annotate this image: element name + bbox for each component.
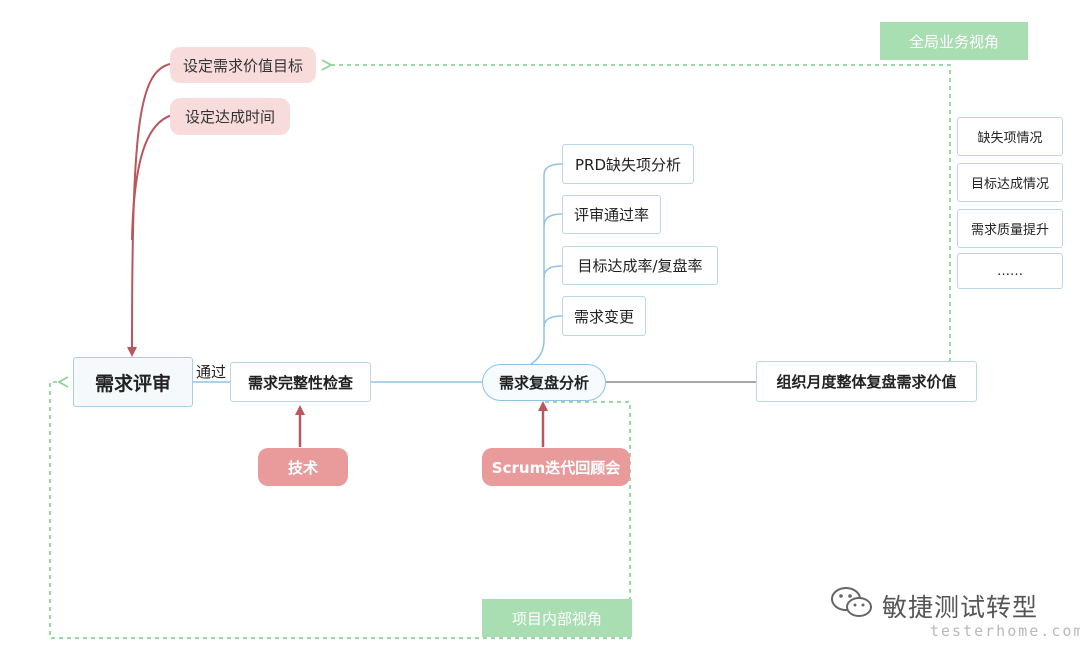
global-item-missing[interactable]: 缺失项情况 [957,117,1063,156]
node-tech[interactable]: 技术 [258,448,348,486]
wechat-icon [831,587,872,617]
node-analysis-label: 需求复盘分析 [498,374,589,392]
analysis-branch-2 [543,213,563,227]
branch-pass-rate[interactable]: 评审通过率 [562,195,661,234]
node-set-deadline[interactable]: 设定达成时间 [170,98,290,135]
node-monthly-label: 组织月度整体复盘需求价值 [776,373,957,391]
branch-prd-missing[interactable]: PRD缺失项分析 [562,144,694,184]
node-set-value-goal[interactable]: 设定需求价值目标 [170,47,316,83]
global-item-quality[interactable]: 需求质量提升 [957,209,1063,248]
analysis-branch-trunk [517,163,563,371]
goal-to-review-arrow [127,63,171,357]
watermark-title: 敏捷测试转型 [882,593,1039,622]
watermark-site: testerhome.com [930,622,1080,640]
branch-goal-rate[interactable]: 目标达成率/复盘率 [562,246,718,285]
node-review[interactable]: 需求评审 [73,357,193,407]
node-review-label: 需求评审 [94,372,171,395]
node-monthly-review[interactable]: 组织月度整体复盘需求价值 [756,361,977,402]
global-item-goal[interactable]: 目标达成情况 [957,163,1063,202]
node-analysis[interactable]: 需求复盘分析 [482,364,606,401]
label-project-view: 项目内部视角 [482,599,632,637]
global-feedback-loop [330,65,951,362]
analysis-branch-3 [543,265,563,278]
pass-label: 通过 [196,362,227,381]
global-item-more[interactable]: …… [957,253,1063,289]
project-feedback-loop [49,382,631,639]
node-completeness-label: 需求完整性检查 [247,373,353,392]
node-completeness-check[interactable]: 需求完整性检查 [230,362,371,402]
node-scrum-retro[interactable]: Scrum迭代回顾会 [482,448,630,486]
time-to-review-arrow [131,114,173,241]
branch-requirement-change[interactable]: 需求变更 [562,296,646,336]
analysis-branch-4 [543,315,563,328]
label-global-view: 全局业务视角 [880,22,1028,60]
